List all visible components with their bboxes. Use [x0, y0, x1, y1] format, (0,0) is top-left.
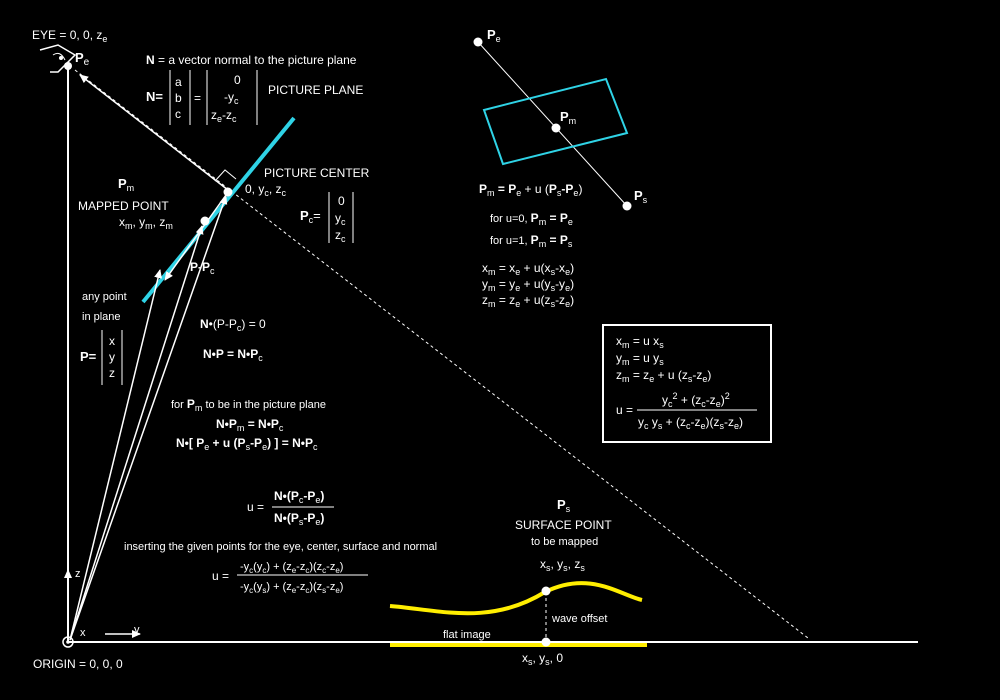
in-plane-label: in plane — [82, 311, 121, 323]
axis-x-label: x — [80, 627, 86, 639]
n-col1-b: b — [175, 91, 182, 105]
ps-coord: xs, ys, zs — [540, 557, 585, 573]
pm-label: Pm — [118, 176, 134, 193]
axis-y-label: y — [134, 624, 140, 636]
ym-eq: ym = ye + u(ys-ye) — [482, 277, 574, 293]
pm-coord: xm, ym, zm — [119, 215, 173, 231]
box-ym-eq: ym = u ys — [616, 351, 664, 367]
pc-col-0: 0 — [338, 194, 345, 208]
eye-point — [64, 62, 72, 70]
pc-matrix-brackets — [328, 192, 354, 243]
eq-n-dot-p: N•P = N•Pc — [203, 347, 263, 363]
picture-center-label: PICTURE CENTER — [264, 166, 370, 180]
mapped-point-label: MAPPED POINT — [78, 199, 169, 213]
right-pe-point — [473, 37, 483, 47]
origin-to-pm-vector — [69, 225, 204, 641]
pe-ps-line — [477, 41, 628, 207]
to-be-mapped-label: to be mapped — [531, 536, 598, 548]
axis-z-label: z — [75, 568, 81, 580]
origin-center — [66, 640, 70, 644]
origin-point — [62, 636, 74, 648]
p-minus-pc-vector — [164, 194, 227, 281]
eq-n-dot-p-minus-pc: N•(P-Pc) = 0 — [200, 317, 266, 333]
picture-plane-rect — [482, 77, 629, 166]
pm-parametric-eq: Pm = Pe + u (Ps-Pe) — [479, 182, 582, 198]
flat-point — [541, 637, 551, 647]
p-col-x: x — [109, 334, 115, 348]
right-angle-marker — [214, 169, 237, 182]
inserting-note: inserting the given points for the eye, … — [124, 541, 437, 553]
u2-denominator: -yc(ys) + (ze-zc)(zs-ze) — [240, 581, 343, 595]
zm-eq: zm = ze + u(zs-ze) — [482, 293, 574, 309]
right-pe-label: Pe — [487, 27, 501, 44]
surface-point — [541, 586, 551, 596]
box-zm-eq: zm = ze + u (zs-ze) — [616, 368, 711, 384]
any-point-label: any point — [82, 291, 127, 303]
n-col1-a: a — [175, 75, 182, 89]
pc-coord: 0, yc, zc — [245, 182, 287, 198]
origin-to-pc-vector — [69, 195, 228, 641]
eye-icon — [39, 44, 77, 73]
normal-line — [79, 74, 229, 191]
u0-eq: for u=0, Pm = Pe — [490, 211, 573, 227]
origin-to-p-vector — [69, 269, 162, 641]
xs-ys-0-label: xs, ys, 0 — [522, 651, 563, 667]
right-ps-label: Ps — [634, 188, 648, 205]
mapped-point — [200, 216, 210, 226]
u2-label: u = — [212, 569, 229, 583]
origin-label: ORIGIN = 0, 0, 0 — [33, 657, 123, 671]
p-col-z: z — [109, 366, 115, 380]
pc-col-y: yc — [335, 211, 346, 227]
for-pm-label: for Pm to be in the picture plane — [171, 397, 326, 413]
n-eq-sign: = — [194, 91, 201, 105]
pc-matrix-label: Pc= — [300, 208, 321, 225]
u-label: u = — [247, 500, 264, 514]
n-col2-r1: 0 — [234, 73, 241, 87]
p-matrix-label: P= — [80, 349, 97, 364]
formula-box — [602, 324, 772, 443]
ps-label: Ps — [557, 497, 571, 514]
n-col2-r3: ze-zc — [211, 108, 237, 124]
eye-to-surface-ray — [74, 69, 809, 639]
box-numerator: yc2 + (zc-ze)2 — [662, 391, 730, 409]
picture-plane-label: PICTURE PLANE — [268, 83, 363, 97]
p-matrix-brackets — [101, 330, 123, 385]
wave-offset-label: wave offset — [551, 613, 607, 625]
normal-definition: N = a vector normal to the picture plane — [146, 53, 357, 67]
box-xm-eq: xm = u xs — [616, 334, 664, 350]
right-pm-label: Pm — [560, 109, 576, 126]
pe-label: Pe — [75, 50, 90, 68]
u-numerator: N•(Pc-Pe) — [274, 489, 324, 505]
eq-n-dot-pm: N•Pm = N•Pc — [216, 417, 284, 433]
u1-eq: for u=1, Pm = Ps — [490, 233, 573, 249]
n-col2-r2: -yc — [224, 90, 239, 106]
u-denominator: N•(Ps-Pe) — [274, 511, 324, 527]
wave-surface — [389, 581, 643, 616]
xm-eq: xm = xe + u(xs-xe) — [482, 261, 574, 277]
n-label: N= — [146, 89, 163, 104]
flat-image-label: flat image — [443, 629, 491, 641]
surface-point-label: SURFACE POINT — [515, 518, 612, 532]
right-ps-point — [622, 201, 632, 211]
n-col1-c: c — [175, 107, 181, 121]
eq-expanded: N•[ Pe + u (Ps-Pe) ] = N•Pc — [176, 436, 318, 452]
box-u-label: u = — [616, 403, 633, 417]
u2-numerator: -yc(yc) + (ze-zc)(zc-ze) — [240, 561, 343, 575]
right-pm-point — [551, 123, 561, 133]
n-matrix-brackets — [169, 70, 258, 125]
pc-col-z: zc — [335, 228, 346, 244]
p-minus-pc-label: P-Pc — [190, 260, 215, 276]
picture-center-point — [223, 187, 233, 197]
box-denominator: yc ys + (zc-ze)(zs-ze) — [638, 415, 743, 431]
eye-label: EYE = 0, 0, ze — [32, 28, 107, 44]
p-col-y: y — [109, 350, 115, 364]
